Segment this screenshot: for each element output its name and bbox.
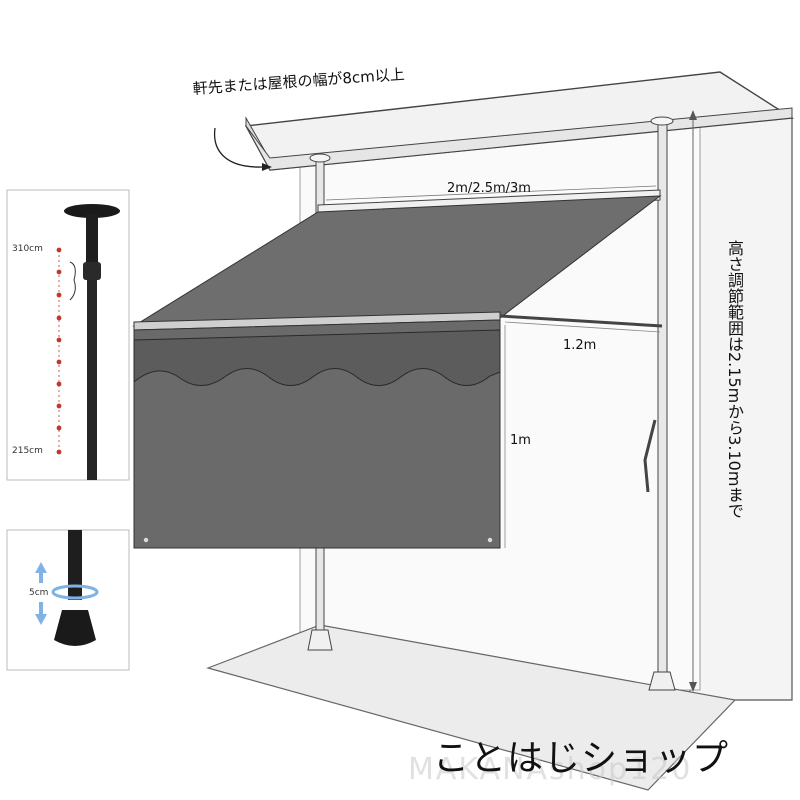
right-pole — [657, 121, 668, 683]
inset-foot-base — [54, 610, 96, 646]
height-arrow-up — [689, 110, 697, 120]
eaves-arrow — [213, 127, 263, 168]
inset-foot-ring — [51, 584, 99, 600]
eaves-arrow-head — [262, 163, 272, 171]
right-pole-foot — [648, 671, 676, 691]
left-pole-foot — [307, 629, 333, 651]
left-pole-top-cap — [309, 153, 331, 163]
inset-foot-pole — [68, 530, 82, 600]
inset-pole-collar — [83, 262, 101, 280]
support-arm — [499, 314, 663, 328]
inset-pole-lower — [87, 280, 97, 480]
crank-handle — [643, 419, 657, 493]
floor — [206, 624, 737, 791]
arrow-down-icon — [35, 614, 47, 625]
inset-bracket — [69, 261, 76, 301]
inset-pole-top-plate — [64, 204, 120, 218]
awning-valance — [133, 319, 501, 549]
right-pole-top-cap — [650, 116, 674, 126]
arrow-down-stem — [39, 602, 43, 614]
inset-height-dots — [56, 247, 62, 455]
inset-pole-upper — [86, 214, 98, 274]
grommet-left — [143, 537, 149, 543]
arrow-up-icon — [35, 562, 47, 573]
wall — [689, 104, 793, 701]
width-dim-line — [325, 185, 657, 201]
depth-dim-line — [504, 321, 661, 333]
awning-scallop — [133, 329, 501, 386]
grommet-right — [487, 537, 493, 543]
inset-pole-frame — [6, 189, 130, 481]
height-arrow-down — [689, 682, 697, 692]
arrow-up-stem — [39, 573, 43, 583]
